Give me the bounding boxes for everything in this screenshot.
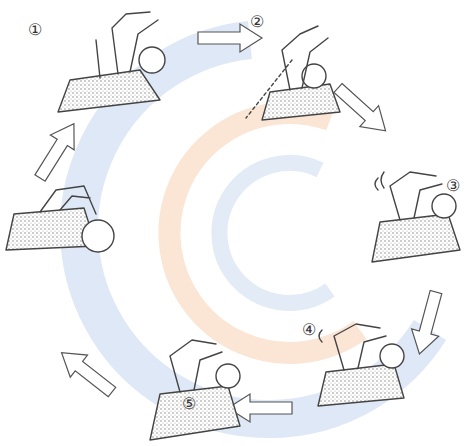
callout-number: ① — [28, 22, 42, 38]
callout-number: ③ — [446, 178, 460, 194]
person-figure — [6, 12, 460, 440]
callout-number: ⑤ — [182, 396, 196, 412]
callout-number: ④ — [302, 322, 316, 338]
callout-number: ② — [250, 14, 264, 30]
